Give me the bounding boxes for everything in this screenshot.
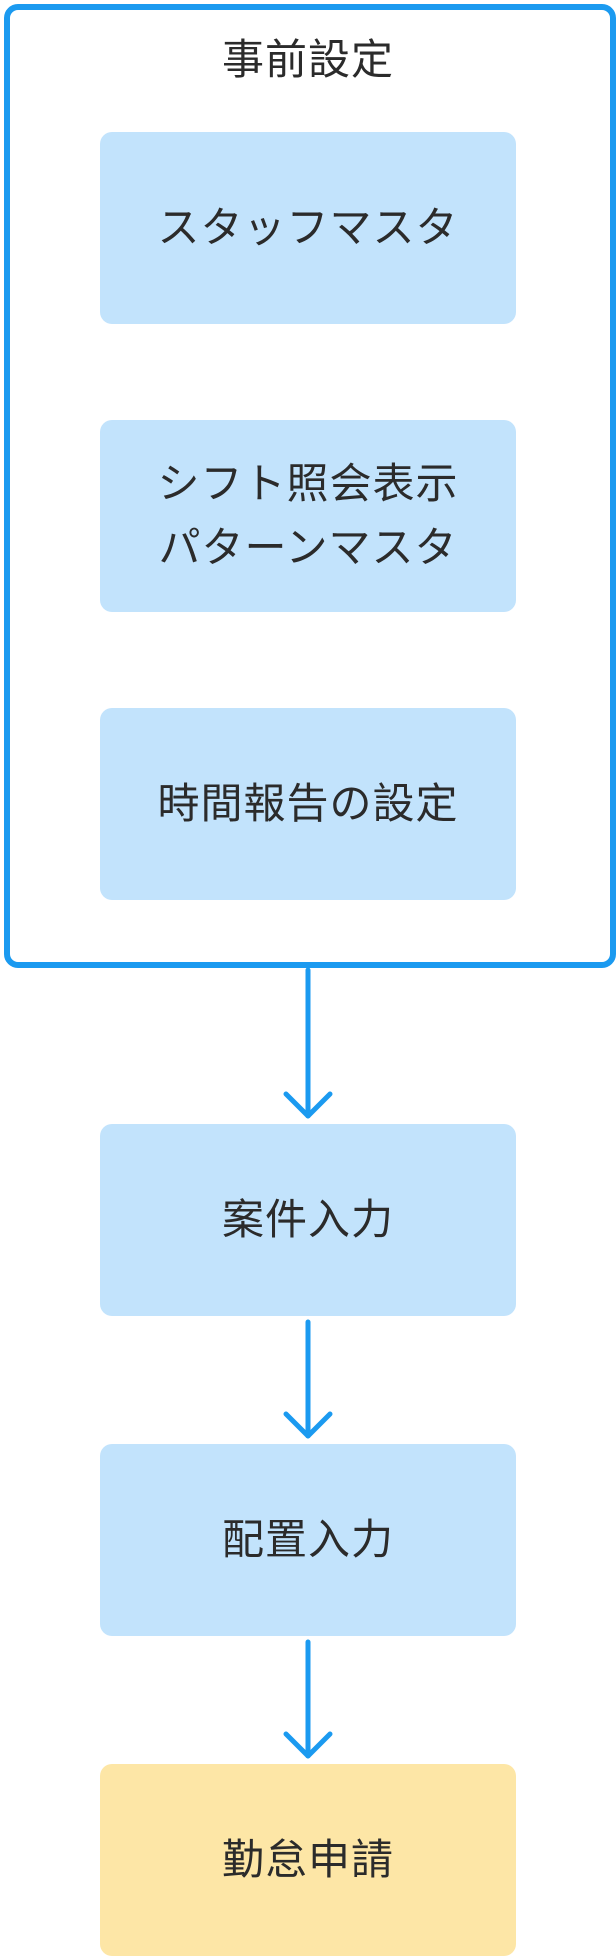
arrow-down-icon <box>283 967 333 1119</box>
arrow-down-icon <box>283 1639 333 1759</box>
step-label-line-1: シフト照会表示 <box>157 459 459 508</box>
arrow-down-icon <box>283 1319 333 1439</box>
step-label: 時間報告の設定 <box>157 779 459 828</box>
pre-settings-title: 事前設定 <box>221 35 394 84</box>
step-label: 案件入力 <box>221 1195 394 1244</box>
step-project-input: 案件入力 <box>100 1124 516 1316</box>
step-label: スタッフマスタ <box>157 203 459 252</box>
step-assignment-input: 配置入力 <box>100 1444 516 1636</box>
step-label: 配置入力 <box>221 1515 394 1564</box>
step-shift-pattern-master: シフト照会表示 パターンマスタ <box>100 420 516 612</box>
step-label: 勤怠申請 <box>221 1835 394 1884</box>
step-time-report-settings: 時間報告の設定 <box>100 708 516 900</box>
step-staff-master: スタッフマスタ <box>100 132 516 324</box>
step-attendance-request: 勤怠申請 <box>100 1764 516 1956</box>
step-label-line-2: パターンマスタ <box>158 523 458 572</box>
